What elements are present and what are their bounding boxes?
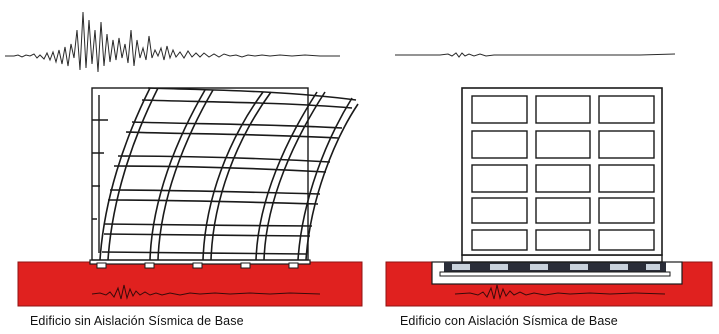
left-deformed-frame bbox=[99, 87, 359, 261]
left-foundation-blocks bbox=[96, 262, 299, 269]
caption-with-isolation: Edificio con Aislación Sísmica de Base bbox=[400, 314, 618, 328]
right-panel bbox=[385, 52, 713, 307]
left-undeformed-outline bbox=[91, 87, 309, 261]
right-base-slab bbox=[461, 254, 663, 263]
left-seismograph-top bbox=[5, 11, 340, 73]
right-seismograph-top bbox=[395, 52, 676, 58]
left-panel bbox=[5, 11, 363, 307]
right-frame-windows bbox=[471, 95, 655, 251]
base-isolators bbox=[439, 262, 671, 277]
left-ground-wave bbox=[91, 284, 321, 300]
left-ground bbox=[17, 261, 363, 307]
caption-without-isolation: Edificio sin Aislación Sísmica de Base bbox=[30, 314, 244, 328]
right-ground-wave bbox=[454, 284, 666, 300]
